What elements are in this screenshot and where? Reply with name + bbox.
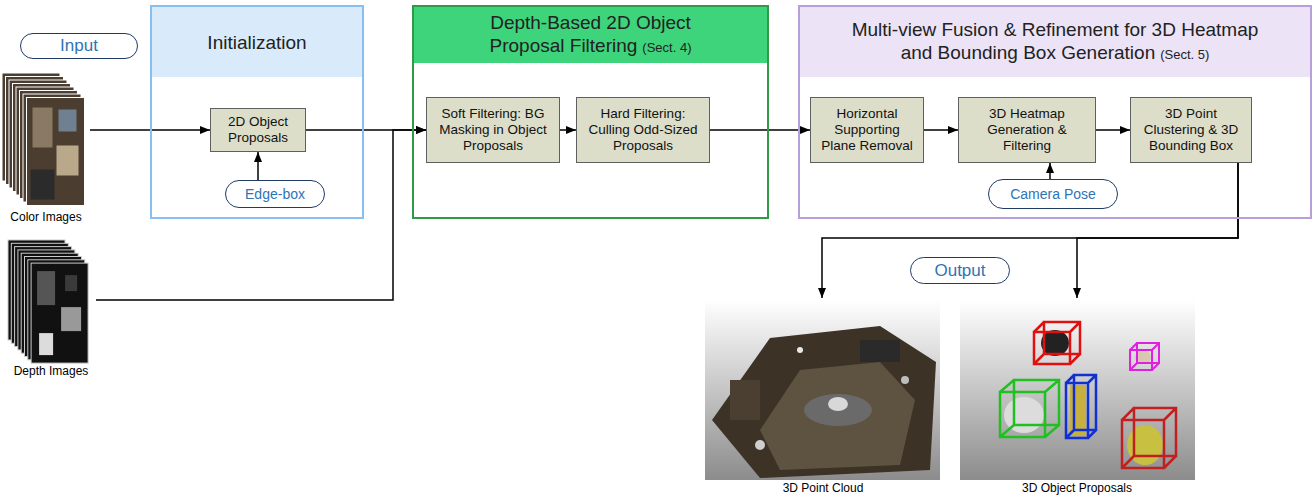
flow-arrow: [924, 129, 958, 131]
process-box: Soft Filtering: BG Masking in Object Pro…: [426, 97, 560, 163]
terminal-pill: Input: [20, 33, 138, 59]
stage-panel: Horizontal Supporting Plane Removal 3D He…: [798, 5, 1312, 219]
stage-panel: Soft Filtering: BG Masking in Object Pro…: [412, 5, 769, 219]
header-text-block: Depth-Based 2D Object Proposal Filtering…: [466, 11, 716, 59]
depth-image-stack: [8, 240, 88, 363]
stage-panel: 2D Object ProposalsEdge-box Initializatio…: [150, 5, 364, 219]
image-figure: 3D Point Cloud: [705, 298, 941, 495]
color-image-stack: [2, 73, 85, 206]
terminal-pill: Camera Pose: [988, 179, 1118, 209]
header-text-block: Multi-view Fusion & Refinement for 3D He…: [850, 18, 1260, 66]
node-label: Output: [934, 261, 985, 281]
image-figure: Depth Images: [6, 238, 96, 378]
object-proposals-picture: [960, 300, 1195, 480]
process-box: 3D Heatmap Generation & Filtering: [958, 97, 1096, 163]
section-ref: (Sect. 5): [1160, 47, 1209, 62]
node-label: Soft Filtering: BG Masking in Object Pro…: [432, 106, 554, 154]
header-text-block: Initialization: [207, 31, 306, 54]
terminal-pill: Output: [910, 257, 1010, 284]
image-caption: 3D Object Proposals: [1020, 481, 1134, 495]
panel-header: Multi-view Fusion & Refinement for 3D He…: [800, 7, 1310, 77]
node-label: Hard Filtering: Culling Odd-Sized Propos…: [582, 106, 704, 154]
flow-arrow: [96, 130, 426, 300]
image-figure: Color Images: [2, 72, 90, 224]
process-box: 3D Point Clustering & 3D Bounding Box: [1130, 97, 1252, 163]
terminal-pill: Edge-box: [225, 180, 325, 208]
node-label: 2D Object Proposals: [216, 114, 300, 146]
node-label: 3D Point Clustering & 3D Bounding Box: [1136, 106, 1246, 154]
panel-title: Initialization: [207, 32, 306, 53]
node-label: Camera Pose: [1010, 186, 1096, 202]
image-caption: Depth Images: [12, 364, 91, 378]
flow-arrow: [1049, 163, 1051, 179]
process-box: Horizontal Supporting Plane Removal: [810, 97, 924, 163]
node-label: Input: [60, 36, 98, 56]
section-ref: (Sect. 4): [642, 40, 691, 55]
flow-arrow: [257, 152, 259, 180]
image-caption: Color Images: [8, 210, 83, 224]
flow-arrow: [710, 129, 810, 131]
node-label: 3D Heatmap Generation & Filtering: [964, 106, 1090, 154]
process-box: Hard Filtering: Culling Odd-Sized Propos…: [576, 97, 710, 163]
flow-arrow: [822, 163, 1238, 298]
panel-header: Initialization: [152, 7, 362, 77]
flow-arrow: [560, 129, 576, 131]
node-label: Edge-box: [245, 186, 305, 202]
image-caption: 3D Point Cloud: [781, 481, 866, 495]
point-cloud-picture: [705, 300, 940, 480]
image-figure: 3D Object Proposals: [958, 298, 1196, 495]
panel-header: Depth-Based 2D Object Proposal Filtering…: [414, 7, 767, 63]
flow-arrow: [1096, 129, 1130, 131]
process-box: 2D Object Proposals: [210, 108, 306, 152]
node-label: Horizontal Supporting Plane Removal: [816, 106, 918, 154]
